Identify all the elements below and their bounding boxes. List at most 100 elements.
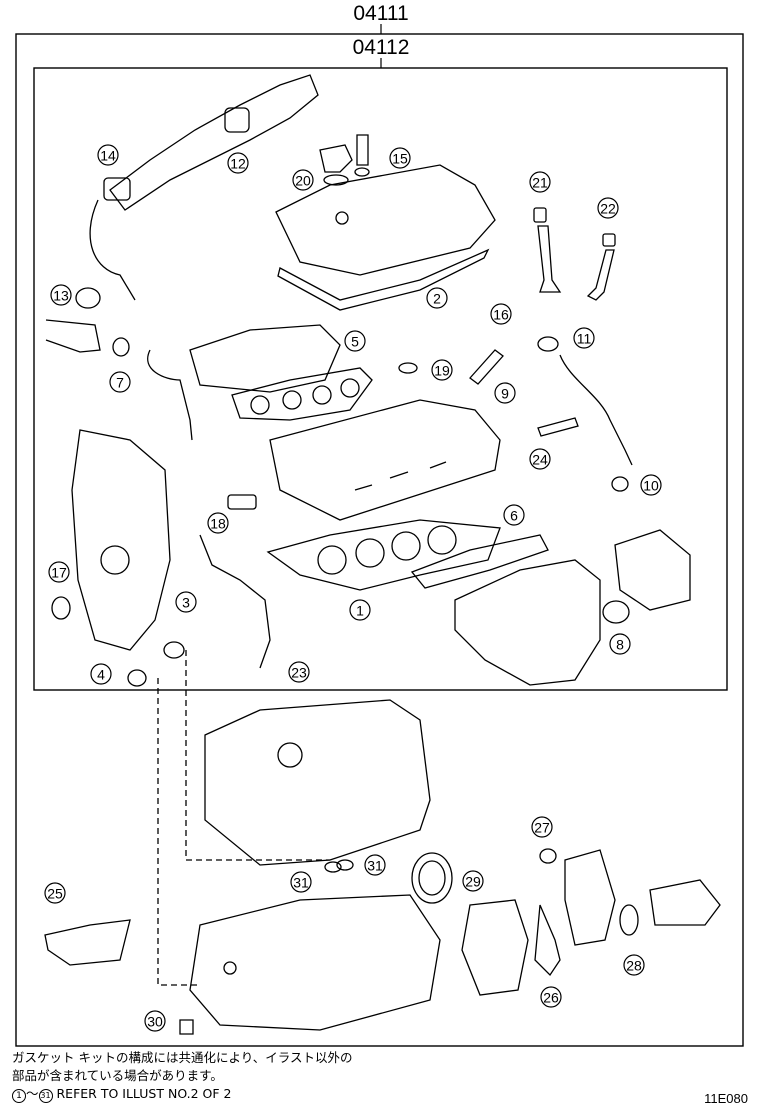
callout-circle [290, 871, 312, 893]
callout-number: 16 [493, 307, 509, 323]
callout-circle [503, 504, 525, 526]
intake-manifold-gasket [231, 367, 373, 421]
callout-circle [227, 152, 249, 174]
callout-circle [48, 561, 70, 583]
callout-9: 9 [494, 382, 516, 404]
callout-number: 3 [182, 595, 190, 611]
callout-23: 23 [288, 661, 310, 683]
intake-valve [533, 207, 562, 293]
callout-17: 17 [48, 561, 70, 583]
callout-circle [597, 197, 619, 219]
dashed-reference-4 [157, 678, 200, 986]
callout-number: 25 [47, 886, 63, 902]
sensor [537, 417, 579, 437]
callout-3: 3 [175, 591, 197, 613]
callout-number: 18 [210, 516, 226, 532]
callout-circle [609, 633, 631, 655]
assembly-number-outer: 04111 [353, 2, 408, 25]
oil-strainer [44, 919, 131, 966]
oil-filler-cap [319, 144, 353, 186]
callout-circle [207, 512, 229, 534]
callout-30: 30 [144, 1010, 166, 1032]
callout-number: 28 [626, 958, 642, 974]
callout-circle [144, 1010, 166, 1032]
callout-number: 30 [147, 1014, 163, 1030]
callout-2: 2 [426, 287, 448, 309]
callout-7: 7 [109, 371, 131, 393]
callout-31: 31 [364, 854, 386, 876]
callout-number: 14 [100, 148, 116, 164]
intake-manifold [147, 324, 341, 441]
callout-circle [97, 144, 119, 166]
callout-circle [426, 287, 448, 309]
callout-28: 28 [623, 954, 645, 976]
callout-5: 5 [344, 330, 366, 352]
drain-plug [179, 1019, 194, 1035]
fuel-injector [469, 349, 504, 385]
callout-number: 17 [51, 565, 67, 581]
cylinder-block [204, 699, 431, 866]
callout-number: 5 [351, 334, 359, 350]
callout-circle [529, 448, 551, 470]
dashed-reference-3 [185, 650, 330, 861]
o-rings-31 [324, 859, 354, 873]
callout-number: 26 [543, 990, 559, 1006]
water-bypass-pipe [537, 336, 633, 492]
callout-circle [531, 816, 553, 838]
oil-pan [189, 894, 441, 1031]
callout-number: 9 [501, 386, 509, 402]
callout-number: 23 [291, 665, 307, 681]
callout-number: 7 [116, 375, 124, 391]
callout-number: 11 [577, 331, 592, 347]
callout-circle [175, 591, 197, 613]
callout-number: 27 [534, 820, 550, 836]
callout-14: 14 [97, 144, 119, 166]
callout-number: 2 [433, 291, 441, 307]
callout-27: 27 [531, 816, 553, 838]
callout-circle [623, 954, 645, 976]
figure-code: 11E080 [704, 1091, 748, 1106]
o-ring-27 [539, 848, 557, 864]
callout-circle [344, 330, 366, 352]
callout-6: 6 [503, 504, 525, 526]
water-pump [461, 899, 561, 996]
callout-number: 22 [600, 201, 616, 217]
o-rings-lower [127, 641, 185, 687]
callout-number: 31 [293, 875, 309, 891]
callout-number: 1 [356, 603, 364, 619]
cylinder-head [269, 399, 501, 521]
callout-circle [462, 870, 484, 892]
cylinder-head-gasket [266, 519, 501, 591]
callout-circle [490, 303, 512, 325]
callout-24: 24 [529, 448, 551, 470]
oil-level-gauge-guide [199, 494, 271, 669]
callout-circle [288, 661, 310, 683]
callout-number: 31 [367, 858, 383, 874]
callout-12: 12 [227, 152, 249, 174]
callout-number: 12 [230, 156, 246, 172]
callout-number: 15 [392, 151, 408, 167]
exhaust-valve [586, 233, 616, 301]
callout-circle [109, 371, 131, 393]
callout-circle [529, 171, 551, 193]
inner-kit-frame [33, 67, 728, 691]
callout-number: 10 [643, 478, 659, 494]
rear-oil-seal [411, 852, 453, 904]
crankshaft-front-seal [51, 596, 71, 620]
callout-29: 29 [462, 870, 484, 892]
callout-number: 29 [465, 874, 481, 890]
callout-number: 20 [295, 173, 311, 189]
callout-11: 11 [573, 327, 595, 349]
callout-circle [389, 147, 411, 169]
callout-number: 21 [532, 175, 548, 191]
exhaust-manifold-gasket [410, 534, 549, 589]
callout-circle [431, 359, 453, 381]
callout-26: 26 [540, 986, 562, 1008]
engine-assembly [454, 529, 691, 686]
callout-circle [90, 663, 112, 685]
callout-10: 10 [640, 474, 662, 496]
callout-circle [44, 882, 66, 904]
callout-number: 19 [434, 363, 450, 379]
exhaust-manifold-pipe [45, 287, 130, 357]
note-line-2: 部品が含まれている場合があります。 [12, 1068, 223, 1083]
